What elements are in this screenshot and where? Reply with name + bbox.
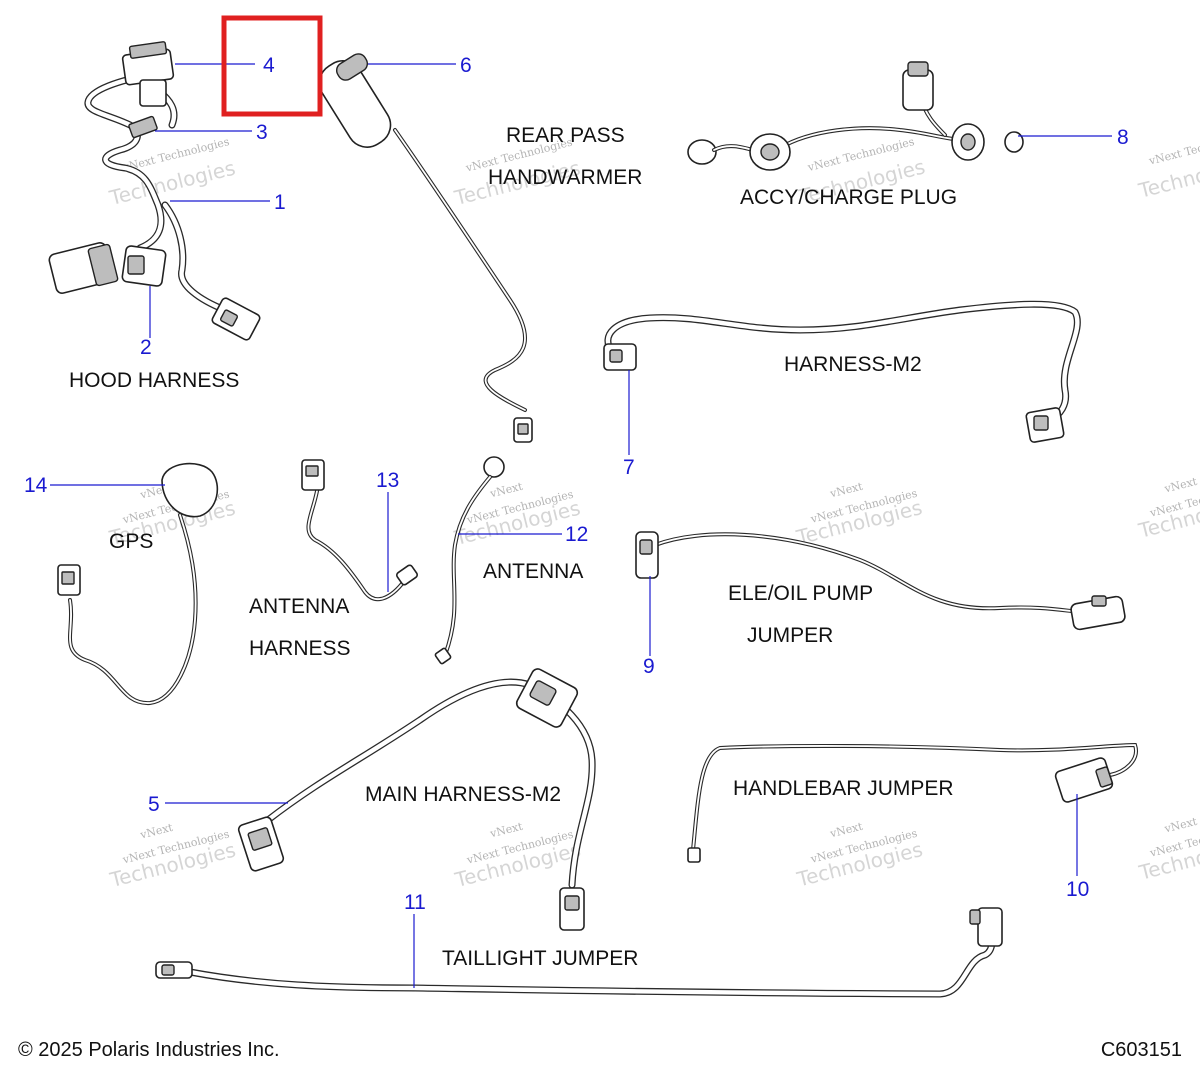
handwarmer-drawing bbox=[318, 53, 533, 443]
watermark: Technologies vNext Technologies bbox=[1135, 128, 1200, 203]
callout-4: 4 bbox=[263, 54, 275, 77]
handlebar-jumper-drawing bbox=[687, 742, 1138, 863]
callout-10: 10 bbox=[1066, 878, 1089, 901]
harness-m2-drawing bbox=[603, 300, 1081, 443]
label-main-harness-m2: MAIN HARNESS-M2 bbox=[365, 783, 561, 806]
label-ele-oil-pump: ELE/OIL PUMP bbox=[728, 582, 873, 605]
diagram-id: C603151 bbox=[1101, 1039, 1182, 1061]
svg-text:vNext: vNext bbox=[488, 480, 525, 501]
callout-5: 5 bbox=[148, 793, 160, 816]
callout-1: 1 bbox=[274, 191, 286, 214]
taillight-jumper-drawing bbox=[155, 907, 1003, 998]
callout-13: 13 bbox=[376, 469, 399, 492]
label-handlebar-jumper: HANDLEBAR JUMPER bbox=[733, 777, 954, 800]
label-gps: GPS bbox=[109, 530, 153, 553]
antenna-drawing bbox=[434, 456, 505, 665]
svg-text:vNext Technologies: vNext Technologies bbox=[1147, 128, 1200, 167]
watermark: vNext Technologies vNext Technologies bbox=[107, 821, 238, 892]
section-labels: HOOD HARNESS REAR PASS HANDWARMER ACCY/C… bbox=[69, 124, 957, 970]
callout-8: 8 bbox=[1117, 126, 1129, 149]
leader-lines bbox=[50, 63, 1112, 988]
label-harness-m2: HARNESS-M2 bbox=[784, 353, 922, 376]
highlight-box bbox=[221, 15, 323, 117]
callout-9: 9 bbox=[643, 655, 655, 678]
watermark: vNext Technologies vNext Technologies bbox=[793, 480, 924, 550]
antenna-harness-drawing bbox=[301, 459, 419, 602]
label-handwarmer: HANDWARMER bbox=[488, 166, 642, 189]
watermark: vNext Technologies vNext Technologies bbox=[1136, 815, 1200, 885]
callout-2: 2 bbox=[140, 336, 152, 359]
watermark: vNext Technologies vNext Technologies bbox=[1135, 475, 1200, 543]
svg-text:vNext: vNext bbox=[138, 821, 175, 842]
watermarks: Technologies vNext Technologies Technolo… bbox=[106, 128, 1200, 893]
label-hood-harness: HOOD HARNESS bbox=[69, 369, 239, 392]
label-antenna: ANTENNA bbox=[483, 560, 583, 583]
gps-drawing bbox=[57, 462, 219, 706]
accy-charge-plug-drawing bbox=[687, 61, 1024, 171]
callout-11: 11 bbox=[404, 891, 426, 914]
hood-harness-drawing bbox=[48, 41, 261, 341]
callout-3: 3 bbox=[256, 121, 268, 144]
svg-text:vNext: vNext bbox=[828, 480, 865, 501]
label-antenna-harness-2: HARNESS bbox=[249, 637, 351, 660]
copyright: © 2025 Polaris Industries Inc. bbox=[18, 1039, 280, 1061]
callout-12: 12 bbox=[565, 523, 588, 546]
svg-text:vNext: vNext bbox=[828, 820, 865, 841]
svg-text:vNext: vNext bbox=[488, 820, 525, 841]
watermark: vNext Technologies vNext Technologies bbox=[794, 820, 925, 892]
svg-text:vNext: vNext bbox=[1162, 815, 1199, 836]
callout-14: 14 bbox=[24, 474, 48, 497]
svg-text:vNext: vNext bbox=[1162, 475, 1199, 496]
main-harness-m2-drawing bbox=[237, 668, 596, 931]
label-taillight-jumper: TAILLIGHT JUMPER bbox=[442, 947, 638, 970]
watermark: vNext Technologies vNext Technologies bbox=[452, 820, 583, 893]
label-rear-pass: REAR PASS bbox=[506, 124, 625, 147]
label-accy-charge-plug: ACCY/CHARGE PLUG bbox=[740, 186, 957, 209]
ele-oil-pump-jumper-drawing bbox=[635, 531, 1126, 631]
callout-numbers: 4 3 1 2 6 8 7 14 13 12 9 5 10 11 bbox=[24, 54, 1129, 914]
label-jumper: JUMPER bbox=[747, 624, 833, 647]
callout-6: 6 bbox=[460, 54, 472, 77]
label-antenna-harness-1: ANTENNA bbox=[249, 595, 349, 618]
callout-7: 7 bbox=[623, 456, 635, 479]
watermark: vNext Technologies vNext Technologies bbox=[451, 480, 582, 551]
